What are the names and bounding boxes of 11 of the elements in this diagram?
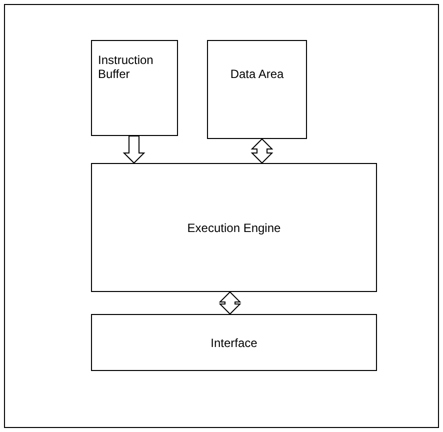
engine-box xyxy=(91,163,377,292)
box-label: Interface xyxy=(210,336,258,350)
box-label: Data Area xyxy=(230,67,284,81)
block-arrow xyxy=(218,291,242,315)
interface-box xyxy=(91,314,377,371)
block-arrow xyxy=(250,138,274,164)
block-arrow xyxy=(122,136,146,164)
box-label: Execution Engine xyxy=(187,220,281,234)
buffer-box xyxy=(91,40,178,136)
data-box xyxy=(207,40,307,139)
box-label: Instruction Buffer xyxy=(98,53,154,81)
